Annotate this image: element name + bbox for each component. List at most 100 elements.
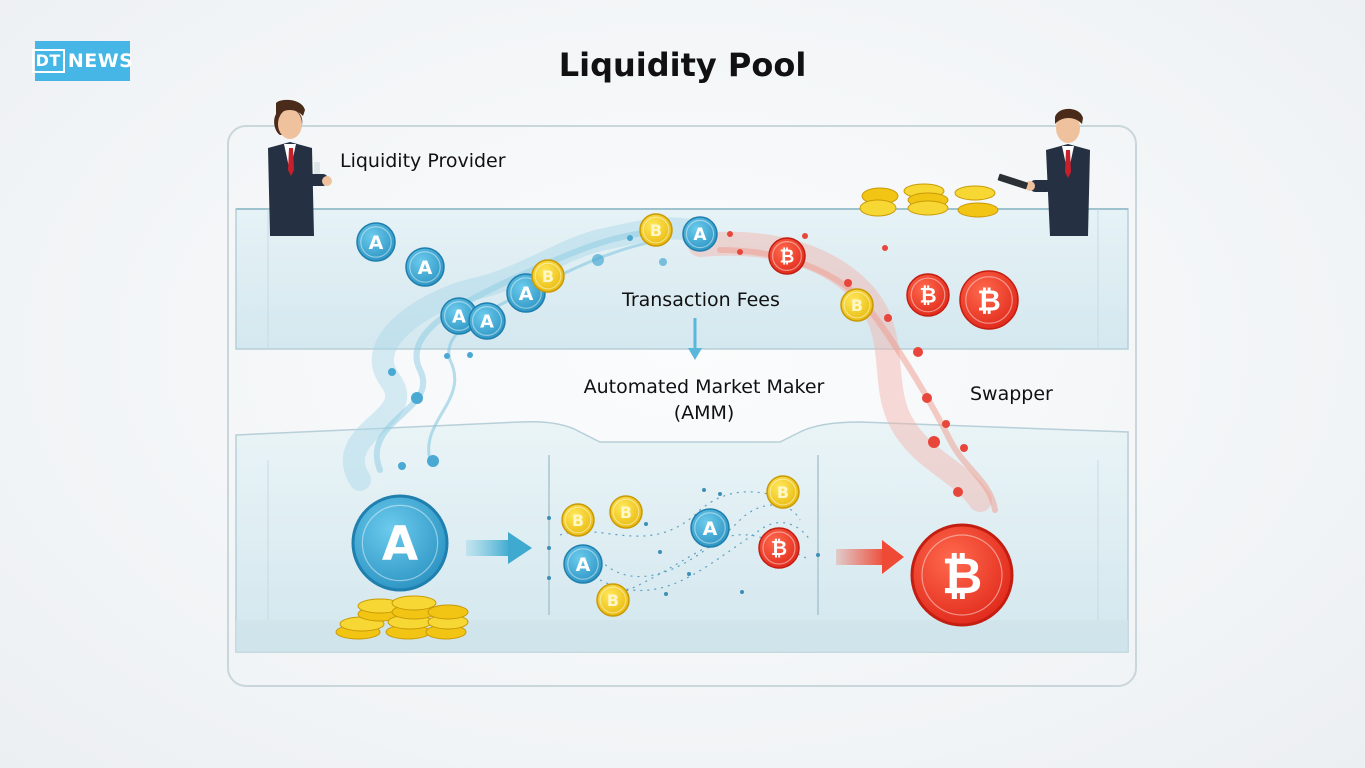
coin-ring (769, 478, 797, 506)
token-btc-coin: ₿ (758, 527, 800, 569)
amm-label: Automated Market Maker (AMM) (544, 374, 864, 426)
token-btc-coin: ₿ (906, 273, 950, 317)
transaction-fees-label: Transaction Fees (622, 289, 780, 311)
swapper-label: Swapper (970, 383, 1053, 405)
coin-ring (910, 277, 946, 313)
token-a-coin: A (682, 216, 718, 252)
token-b-coin: B (609, 495, 643, 529)
token-a-coin: A (356, 222, 396, 262)
coin-body (468, 302, 506, 340)
amm-label-line1: Automated Market Maker (583, 376, 825, 398)
coin-body (906, 273, 950, 317)
coin-ring (771, 241, 802, 272)
coin-body (639, 213, 673, 247)
coin-body (561, 503, 595, 537)
coin-glyph: A (382, 517, 419, 572)
coin-ring (361, 504, 439, 582)
coin-ring (599, 586, 627, 614)
coin-glyph: ₿ (780, 246, 795, 267)
pool-outer-frame (227, 125, 1137, 687)
amm-label-line2: (AMM) (673, 402, 735, 424)
coin-ring (642, 216, 670, 244)
coin-glyph: ₿ (771, 536, 787, 560)
coin-glyph: B (777, 483, 789, 502)
token-a-coin: A (468, 302, 506, 340)
fees-to-amm-arrow (688, 318, 702, 360)
coin-ring (564, 506, 592, 534)
liquidity-provider-label: Liquidity Provider (340, 150, 506, 172)
coin-body (690, 508, 730, 548)
token-a-coin: A (690, 508, 730, 548)
coin-glyph: A (418, 257, 433, 279)
coin-ring (612, 498, 640, 526)
coin-body (766, 475, 800, 509)
coin-body (596, 583, 630, 617)
coin-body (758, 527, 800, 569)
token-b-coin: B (840, 288, 874, 322)
stream-dots (388, 231, 968, 497)
coin-glyph: B (620, 503, 632, 522)
coin-ring (409, 251, 441, 283)
coin-ring (510, 277, 542, 309)
coin-body (682, 216, 718, 252)
token-btc-coin: ₿ (768, 237, 806, 275)
coin-glyph: A (703, 518, 718, 540)
token-btc-coin: ₿ (910, 523, 1014, 627)
coin-body (910, 523, 1014, 627)
page-title: Liquidity Pool (558, 46, 807, 84)
coin-ring (685, 219, 715, 249)
coin-glyph: B (650, 221, 662, 240)
coin-body (959, 270, 1019, 330)
coin-ring (843, 291, 871, 319)
coin-body (351, 494, 449, 592)
gold-coin-stack-bottom (335, 595, 469, 640)
coin-glyph: A (693, 225, 707, 245)
coin-glyph: A (519, 283, 534, 305)
dtnews-logo[interactable]: DT NEWS (31, 41, 133, 81)
coin-glyph: ₿ (942, 547, 983, 605)
logo-dt: DT (31, 49, 65, 73)
coin-ring (472, 306, 503, 337)
gold-coin-stack-top (859, 183, 999, 218)
liquidity-provider-person (268, 99, 332, 236)
coin-ring (534, 262, 562, 290)
coin-glyph: ₿ (977, 283, 1001, 317)
coin-glyph: A (369, 232, 384, 254)
bottom-water-tank (235, 420, 1129, 653)
logo-news: NEWS (67, 50, 134, 72)
coin-body (531, 259, 565, 293)
coin-ring (965, 276, 1013, 324)
coin-ring (360, 226, 392, 258)
amm-particles (547, 488, 820, 596)
coin-body (405, 247, 445, 287)
coin-body (609, 495, 643, 529)
coin-glyph: ₿ (919, 284, 936, 308)
token-b-coin: B (596, 583, 630, 617)
token-b-coin: B (766, 475, 800, 509)
token-b-coin: B (531, 259, 565, 293)
coin-body (840, 288, 874, 322)
arrow-out-of-amm (836, 540, 904, 574)
coin-glyph: A (576, 554, 591, 576)
token-btc-coin: ₿ (959, 270, 1019, 330)
token-b-coin: B (639, 213, 673, 247)
coin-ring (762, 531, 796, 565)
token-a-coin: A (405, 247, 445, 287)
coin-body (768, 237, 806, 275)
token-b-coin: B (561, 503, 595, 537)
coin-glyph: B (851, 296, 863, 315)
coin-glyph: B (607, 591, 619, 610)
coin-ring (921, 534, 1003, 616)
coin-glyph: A (480, 311, 494, 332)
coin-body (563, 544, 603, 584)
token-a-coin: A (563, 544, 603, 584)
swapper-person (997, 108, 1090, 236)
coin-body (356, 222, 396, 262)
coin-glyph: B (572, 511, 584, 530)
token-a-coin: A (351, 494, 449, 592)
coin-ring (694, 512, 726, 544)
arrow-into-amm (466, 532, 532, 564)
coin-glyph: B (542, 267, 554, 286)
